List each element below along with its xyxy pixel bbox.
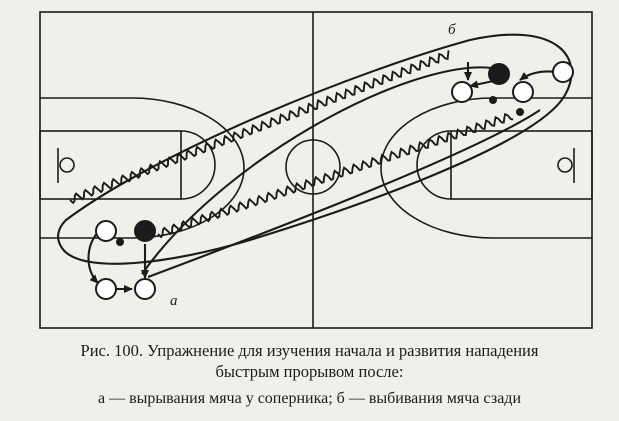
caption-title-line2: быстрым прорывом после: [215,362,404,381]
left-free-throw-arc [180,130,216,200]
right-hoop [557,157,573,173]
caption-title-line1: Рис. 100. Упражнение для изучения начала… [80,341,539,360]
figure-caption: Рис. 100. Упражнение для изучения начала… [0,340,619,409]
player-b-right [552,61,574,83]
pass-line-b [519,70,556,81]
left-key [39,130,182,200]
court-boundary [39,11,593,329]
court-diagram: а б [39,11,593,329]
defender-b [488,63,510,85]
dribble-path-upper [69,50,450,205]
player-a-bottom-right [134,278,156,300]
right-key [450,130,593,200]
player-a-bottom-left [95,278,117,300]
running-path-upper-loop [141,66,503,275]
defender-a [134,220,156,242]
right-three-point-line [380,97,592,239]
center-circle [285,139,341,195]
caption-subtitle: а — вырывания мяча у соперника; б — выби… [97,390,522,407]
label-b: б [448,22,456,38]
label-a: а [170,293,178,309]
player-a-top-left [95,220,117,242]
running-path-lower-loop [147,109,541,278]
outer-ellipse [57,33,573,265]
left-hoop [59,157,75,173]
ball-a [116,238,124,246]
ball-b-2 [516,108,524,116]
dribble-path-lower [157,112,514,239]
player-b-middle [512,81,534,103]
ball-b [489,96,497,104]
player-b-left [451,81,473,103]
right-free-throw-arc [416,130,452,200]
